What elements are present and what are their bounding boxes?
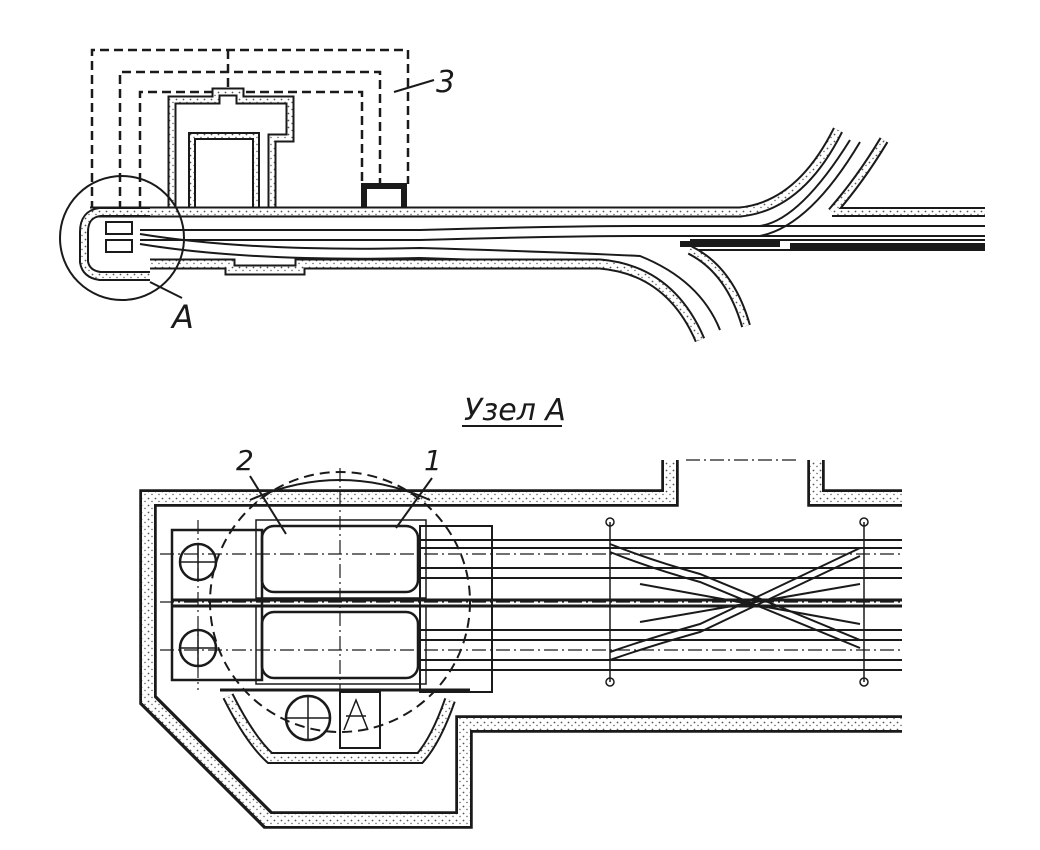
callout-a: A xyxy=(170,298,194,336)
hall-annex xyxy=(361,183,407,212)
leader-3 xyxy=(393,79,435,93)
callout-3: 3 xyxy=(436,65,455,100)
leader-2 xyxy=(249,475,287,535)
wagon-bottom xyxy=(260,610,420,680)
detail-title-group: Узел А xyxy=(462,393,566,428)
callout-2: 2 xyxy=(236,444,254,477)
detail-rails xyxy=(172,539,902,692)
inner-chamber xyxy=(188,132,260,216)
upper-plan: 3 A xyxy=(59,48,985,343)
pit-stair xyxy=(339,691,381,749)
detail-title: Узел А xyxy=(464,393,566,428)
leader-a xyxy=(149,281,183,299)
detail-a: 1 2 xyxy=(139,444,902,829)
turntable-arc-top xyxy=(249,479,431,501)
callout-1: 1 xyxy=(424,444,442,477)
lower-right-branch-wall xyxy=(687,245,751,328)
scissors-crossover xyxy=(609,543,861,661)
right-lower-track-wall xyxy=(680,241,985,249)
signal-posts xyxy=(605,517,869,687)
dead-end-unit-bottom xyxy=(105,239,133,253)
dead-end-unit-top xyxy=(105,221,133,235)
dashed-building-outline xyxy=(90,48,410,210)
tracks-upper xyxy=(139,139,985,341)
tunnel-bottom-wall xyxy=(150,258,706,343)
wagon-top xyxy=(260,524,420,594)
node-a-circle xyxy=(59,175,185,301)
turntable-circle xyxy=(209,471,471,733)
tunnel-top-wall xyxy=(90,127,843,218)
leader-1 xyxy=(395,477,433,529)
turntable-deck xyxy=(419,525,493,693)
